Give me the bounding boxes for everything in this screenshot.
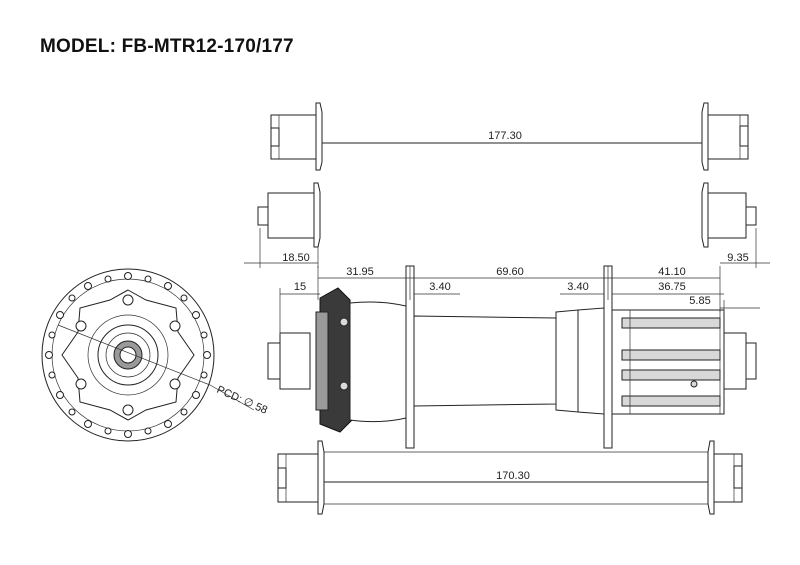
hub-body — [267, 265, 757, 449]
bottom-axle-assembly: 170.30 — [277, 440, 743, 515]
right-end-cap-label: 9.35 — [727, 252, 748, 264]
right-flange-to-end-label: 41.10 — [658, 266, 686, 278]
pcd-label: PCD: ∅ 58 — [215, 384, 269, 417]
left-end-cap-label: 18.50 — [282, 252, 310, 264]
freehub-offset-label: 5.85 — [689, 295, 710, 307]
right-flange-thickness-label: 3.40 — [567, 281, 588, 293]
bottom-axle-length-label: 170.30 — [496, 470, 530, 482]
top-axle-length-label: 177.30 — [488, 130, 522, 142]
spoke-holes — [45, 272, 211, 438]
flange-to-flange-label: 69.60 — [496, 266, 524, 278]
hub-dimensions: 31.95 69.60 41.10 15 3.40 3.40 36.75 5.8… — [279, 266, 760, 335]
disc-mount-offset-label: 15 — [294, 281, 306, 293]
freehub-length-label: 36.75 — [658, 281, 686, 293]
left-flange-thickness-label: 3.40 — [429, 281, 450, 293]
hub-side-view: PCD: ∅ 58 — [41, 268, 269, 442]
top-axle-assembly: 177.30 — [270, 102, 749, 171]
model-title: MODEL: FB-MTR12-170/177 — [40, 36, 294, 57]
end-caps-row: 18.50 9.35 — [244, 182, 770, 268]
rotor-bolt-holes — [75, 294, 181, 416]
left-flange-distance-label: 31.95 — [346, 266, 374, 278]
